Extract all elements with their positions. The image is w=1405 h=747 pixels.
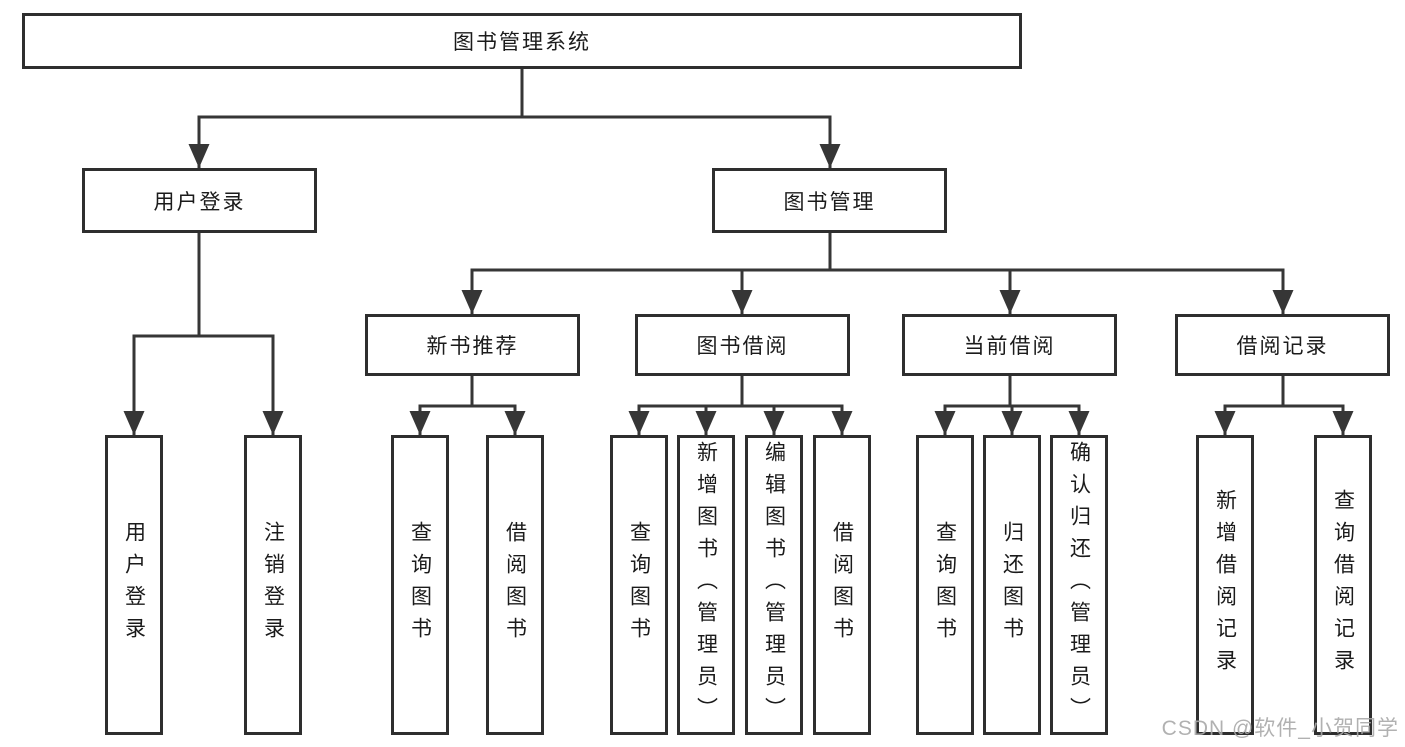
leaf-query-books-borrowing-label: 查询图书 (627, 521, 651, 649)
node-user-login: 用户登录 (82, 168, 317, 233)
node-current-borrowing-label: 当前借阅 (963, 335, 1056, 358)
leaf-query-books-current: 查询图书 (916, 435, 974, 735)
leaf-logout-label: 注销登录 (261, 521, 285, 649)
leaf-edit-book-admin-label: 编辑图书（管理员） (762, 441, 786, 729)
node-book-borrowing: 图书借阅 (635, 314, 850, 376)
node-new-book-recommendation-label: 新书推荐 (426, 335, 519, 358)
leaf-return-book: 归还图书 (983, 435, 1041, 735)
leaf-add-borrow-record-label: 新增借阅记录 (1213, 489, 1237, 681)
leaf-query-borrow-record: 查询借阅记录 (1314, 435, 1372, 735)
csdn-watermark: CSDN @软件_小贺同学 (1161, 717, 1399, 740)
node-book-borrowing-label: 图书借阅 (696, 335, 789, 358)
leaf-borrow-books-borrowing-label: 借阅图书 (830, 521, 854, 649)
leaf-borrow-books-recommend-label: 借阅图书 (503, 521, 527, 649)
leaf-confirm-return-admin: 确认归还（管理员） (1050, 435, 1108, 735)
leaf-borrow-books-recommend: 借阅图书 (486, 435, 544, 735)
leaf-user-login: 用户登录 (105, 435, 163, 735)
leaf-query-books-borrowing: 查询图书 (610, 435, 668, 735)
leaf-logout: 注销登录 (244, 435, 302, 735)
node-borrowing-records-label: 借阅记录 (1236, 335, 1329, 358)
leaf-user-login-label: 用户登录 (122, 521, 146, 649)
node-book-management: 图书管理 (712, 168, 947, 233)
leaf-query-books-recommend: 查询图书 (391, 435, 449, 735)
leaf-add-book-admin: 新增图书（管理员） (677, 435, 735, 735)
leaf-edit-book-admin: 编辑图书（管理员） (745, 435, 803, 735)
node-borrowing-records: 借阅记录 (1175, 314, 1390, 376)
node-book-management-label: 图书管理 (783, 190, 876, 214)
node-current-borrowing: 当前借阅 (902, 314, 1117, 376)
leaf-query-books-recommend-label: 查询图书 (408, 521, 432, 649)
leaf-query-borrow-record-label: 查询借阅记录 (1331, 489, 1355, 681)
node-root-label: 图书管理系统 (453, 31, 591, 54)
node-root: 图书管理系统 (22, 13, 1022, 69)
leaf-add-book-admin-label: 新增图书（管理员） (694, 441, 718, 729)
leaf-borrow-books-borrowing: 借阅图书 (813, 435, 871, 735)
leaf-confirm-return-admin-label: 确认归还（管理员） (1067, 441, 1091, 729)
leaf-return-book-label: 归还图书 (1000, 521, 1024, 649)
node-user-login-label: 用户登录 (153, 190, 246, 214)
leaf-query-books-current-label: 查询图书 (933, 521, 957, 649)
node-new-book-recommendation: 新书推荐 (365, 314, 580, 376)
leaf-add-borrow-record: 新增借阅记录 (1196, 435, 1254, 735)
